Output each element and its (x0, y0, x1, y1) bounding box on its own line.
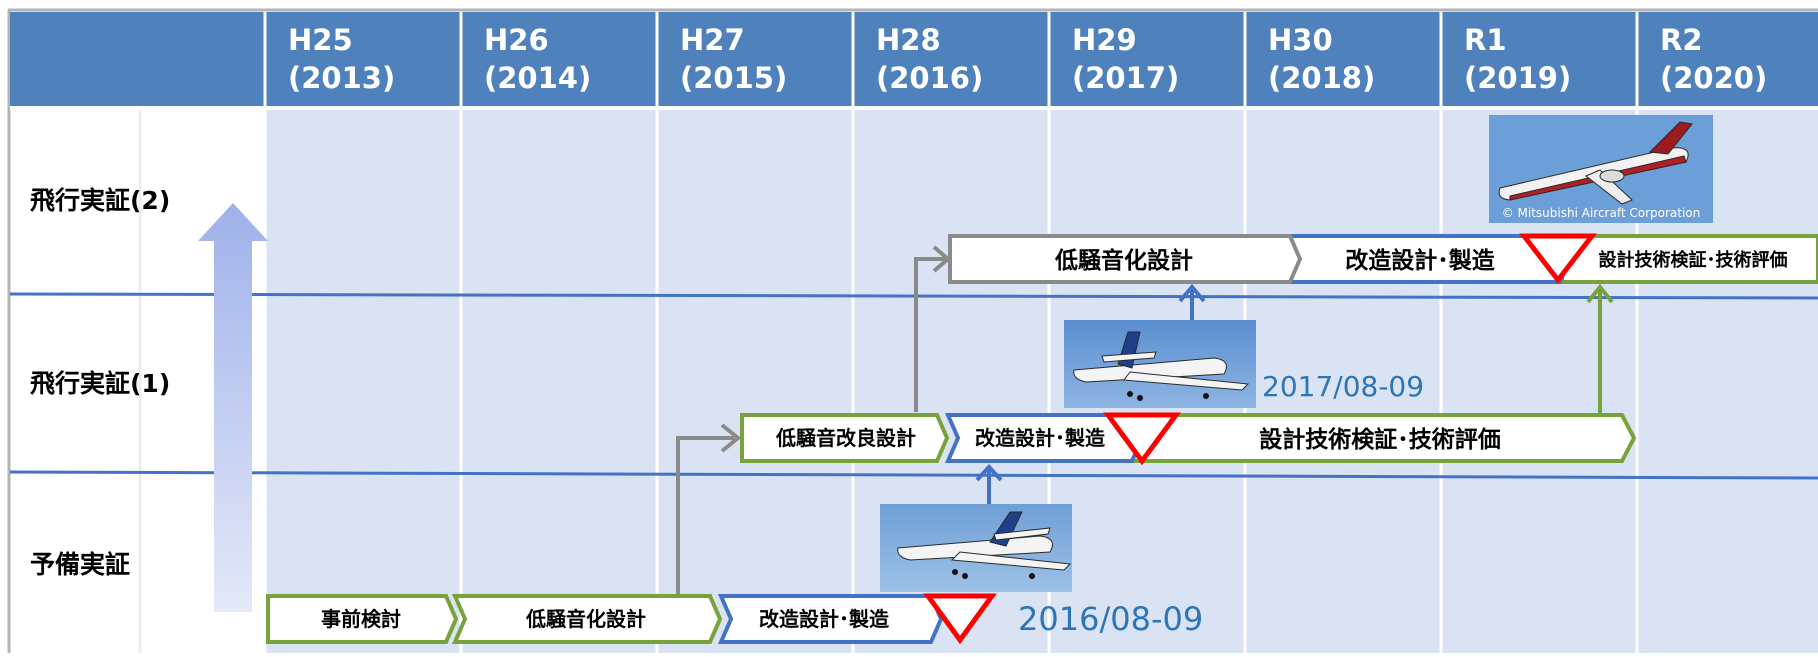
era-label: R1 (1464, 23, 1507, 57)
flight2-tasks: 低騒音化設計 改造設計･製造 設計技術検証･技術評価 (948, 233, 1818, 285)
era-label: H26 (484, 23, 549, 57)
row-divider-2 (9, 470, 1818, 480)
milestone-triangle (923, 593, 997, 645)
task-label: 低騒音改良設計 (775, 426, 916, 450)
task-low-noise-design (451, 594, 723, 644)
connector-gray (676, 245, 952, 595)
task-improved-design (740, 413, 950, 463)
year-label: (2014) (484, 61, 591, 95)
milestone-triangle (1518, 233, 1598, 285)
flight1-tasks: 低騒音改良設計 改造設計･製造 設計技術検証･技術評価 2017/08-09 (740, 370, 1637, 466)
era-label: H30 (1268, 23, 1333, 57)
task-label: 改造設計･製造 (975, 426, 1106, 450)
task-label: 改造設計･製造 (759, 607, 890, 631)
connector-blue (975, 283, 1206, 504)
milestone-date: 2017/08-09 (1262, 370, 1424, 403)
aircraft-photo-flight1 (1064, 320, 1256, 408)
era-label: R2 (1660, 23, 1703, 57)
year-label: (2017) (1072, 61, 1179, 95)
year-label: (2013) (288, 61, 395, 95)
year-label: (2015) (680, 61, 787, 95)
task-pre-study (266, 594, 459, 644)
task-label: 設計技術検証･技術評価 (1259, 426, 1501, 453)
era-label: H28 (876, 23, 941, 57)
aircraft-photo-flight2: © Mitsubishi Aircraft Corporation (1489, 115, 1713, 223)
task-label: 改造設計･製造 (1345, 247, 1496, 274)
milestone-triangle (1103, 412, 1181, 466)
aircraft-photo-prelim (880, 504, 1072, 592)
prelim-tasks: 事前検討 低騒音化設計 改造設計･製造 2016/08-09 (266, 593, 1203, 645)
year-label: (2020) (1660, 61, 1767, 95)
era-label: H27 (680, 23, 745, 57)
year-headers: H25 (2013) H26 (2014) H27 (2015) H28 (20… (288, 23, 1767, 95)
task-label: 事前検討 (321, 607, 401, 631)
milestone-date: 2016/08-09 (1018, 600, 1203, 638)
progress-up-arrow (198, 203, 268, 612)
row-label-prelim: 予備実証 (30, 550, 130, 579)
task-label: 設計技術検証･技術評価 (1599, 249, 1788, 271)
year-label: (2019) (1464, 61, 1571, 95)
connector-green (1586, 283, 1614, 413)
header-band (10, 12, 1818, 106)
photo-credit: © Mitsubishi Aircraft Corporation (1502, 206, 1701, 220)
task-label: 低騒音化設計 (1054, 247, 1193, 274)
row-labels: 飛行実証(2) 飛行実証(1) 予備実証 (30, 186, 170, 579)
year-label: (2018) (1268, 61, 1375, 95)
task-label: 低騒音化設計 (525, 607, 646, 631)
task-low-noise-design (948, 234, 1303, 284)
row-label-flight1: 飛行実証(1) (30, 369, 170, 398)
era-label: H29 (1072, 23, 1137, 57)
year-label: (2016) (876, 61, 983, 95)
era-label: H25 (288, 23, 353, 57)
row-label-flight2: 飛行実証(2) (30, 186, 170, 215)
